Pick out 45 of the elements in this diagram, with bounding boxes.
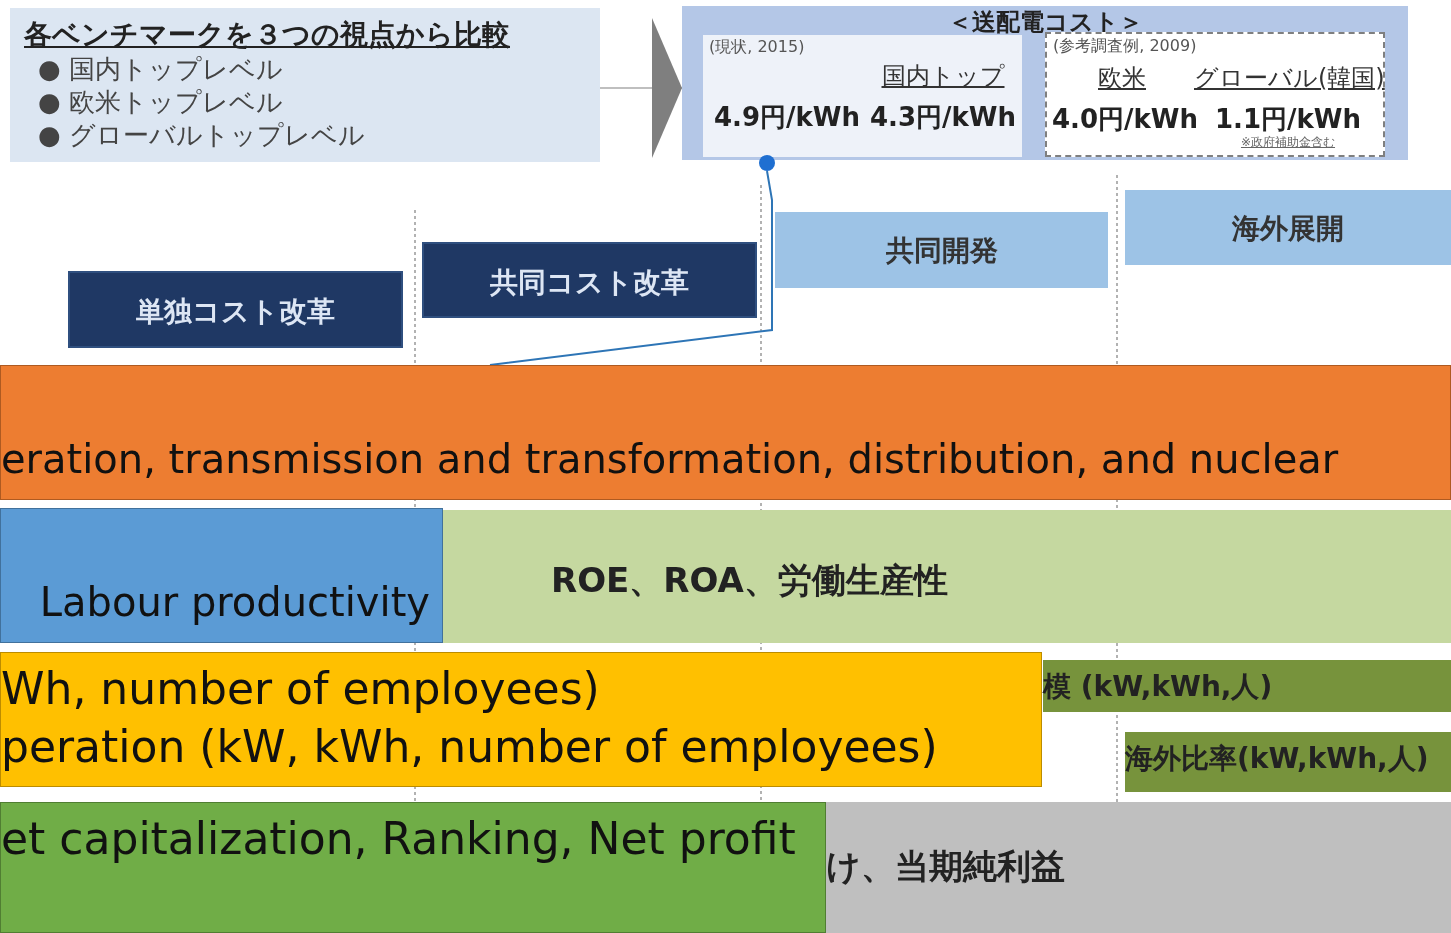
metric-box bbox=[0, 508, 443, 643]
footnote: ※政府補助金含む bbox=[1239, 134, 1337, 151]
stage-box bbox=[68, 271, 403, 348]
stage-box bbox=[422, 242, 757, 318]
cost-value: 4.3円/kWh bbox=[868, 101, 1017, 134]
box-label: peration (kW, kWh, number of employees) bbox=[1, 721, 938, 772]
cost-value: 1.1円/kWh bbox=[1213, 103, 1362, 136]
column-heading: グローバル(韓国) bbox=[1194, 63, 1382, 94]
box-label: Wh, number of employees) bbox=[1, 663, 600, 714]
stage-label: 海外展開 bbox=[1231, 211, 1345, 247]
panel-title: ＜送配電コスト＞ bbox=[946, 7, 1144, 38]
stage-label: 共同コスト改革 bbox=[489, 265, 690, 301]
band-label: eration, transmission and transformation, distribution, and nuclear bbox=[1, 436, 1339, 482]
band-label: 海外比率(kW,kWh,人) bbox=[1125, 741, 1429, 777]
period-note: (現状, 2015) bbox=[709, 37, 805, 58]
column-heading: 欧米 bbox=[1097, 63, 1147, 94]
marker-dot bbox=[759, 155, 775, 171]
column-heading: 国内トップ bbox=[880, 61, 1006, 92]
band-label: 模 (kW,kWh,人) bbox=[1043, 669, 1273, 705]
metric-box bbox=[0, 652, 1042, 787]
box-label: et capitalization, Ranking, Net profit bbox=[1, 813, 796, 864]
band-label: け、当期純利益 bbox=[826, 845, 1065, 888]
stage-label: 単独コスト改革 bbox=[135, 294, 336, 330]
cost-value: 4.9円/kWh bbox=[712, 101, 861, 134]
stage-box bbox=[775, 212, 1108, 288]
cost-panel bbox=[682, 6, 1408, 160]
bullet-item: ● 欧米トップレベル bbox=[38, 86, 283, 119]
summary-panel bbox=[10, 8, 600, 162]
metric-box bbox=[0, 802, 826, 933]
stage-box bbox=[1125, 190, 1451, 265]
current-cost-box bbox=[703, 35, 1022, 157]
metric-band bbox=[826, 802, 1451, 933]
metric-band bbox=[443, 510, 1451, 643]
reference-box bbox=[1045, 32, 1385, 157]
box-label: Labour productivity bbox=[39, 579, 430, 625]
period-note: (参考調査例, 2009) bbox=[1053, 36, 1197, 57]
metric-band bbox=[0, 365, 1451, 500]
bullet-item: ● 国内トップレベル bbox=[38, 53, 283, 86]
metric-band bbox=[1043, 660, 1451, 712]
metric-band bbox=[1125, 732, 1451, 792]
bullet-item: ● グローバルトップレベル bbox=[38, 119, 365, 152]
stage-label: 共同開発 bbox=[884, 233, 999, 269]
heading: 各ベンチマークを３つの視点から比較 bbox=[24, 17, 510, 53]
chevron-arrow bbox=[599, 18, 683, 158]
band-label: ROE、ROA、労働生産性 bbox=[551, 559, 948, 602]
